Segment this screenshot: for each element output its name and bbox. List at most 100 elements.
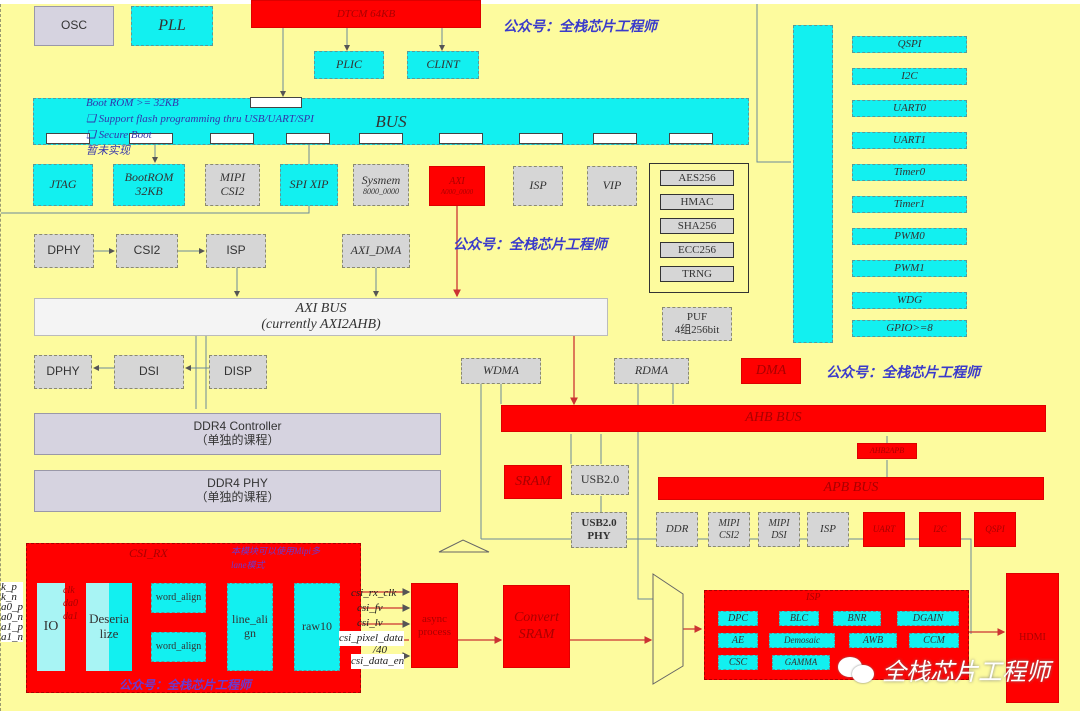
csi2-block: CSI2 [116, 234, 178, 268]
line-align-block: line_ali gn [227, 583, 273, 671]
axi-bus-subtitle: (currently AXI2AHB) [261, 317, 381, 332]
blc-block: BLC [779, 611, 819, 626]
note: （单独的课程） [195, 490, 280, 504]
signal: da1 [63, 611, 78, 622]
ddr4-controller-block: DDR4 Controller（单独的课程） [34, 413, 441, 455]
signal: da0 [63, 598, 78, 609]
bus-port [210, 133, 254, 144]
note: （单独的课程） [195, 433, 280, 447]
signal: /40 [373, 644, 388, 656]
watermark-text: 公众号：全栈芯片工程师 [826, 366, 980, 381]
dma-block: DMA [741, 358, 801, 384]
ccm-block: CCM [909, 633, 959, 648]
dphy-rx-block: DPHY [34, 234, 94, 268]
disp-block: DISP [209, 355, 267, 389]
timer0-block: Timer0 [852, 164, 967, 181]
signal: csi_lv [357, 617, 383, 629]
isp-pipeline-title: ISP [806, 592, 821, 603]
security-group [649, 163, 749, 293]
boot-rom-notes: Boot ROM >= 32KB ❑ Support flash programm… [86, 95, 314, 159]
pwm0-block: PWM0 [852, 228, 967, 245]
note: 暂未实现 [86, 145, 130, 157]
internal-signals: clk da0 da1 [63, 584, 78, 623]
bus-arbiter-shape [438, 539, 490, 553]
csi-rx-title: CSI_RX [129, 546, 168, 560]
wdma-block: WDMA [461, 358, 541, 384]
address: 8000_0000 [363, 187, 399, 197]
puf-block: PUF 4组256bit [662, 307, 732, 341]
bus-port [359, 133, 403, 144]
apb-isp-block: ISP [807, 512, 849, 547]
ecc256-block: ECC256 [660, 242, 734, 258]
apb-i2c-block: I2C [919, 512, 961, 547]
apb-qspi-block: QSPI [974, 512, 1016, 547]
label: Sysmem [361, 172, 401, 187]
note: ❑ Support flash programming thru USB/UAR… [86, 113, 314, 125]
ae-block: AE [718, 633, 758, 648]
rdma-block: RDMA [614, 358, 689, 384]
pin: k_n [1, 591, 17, 603]
uart0-block: UART0 [852, 100, 967, 117]
bus-port [593, 133, 637, 144]
bus-port [129, 133, 173, 144]
signal: csi_rx_clk [351, 587, 397, 599]
async-process-block: async process [411, 583, 458, 668]
dsi-block: DSI [114, 355, 184, 389]
sha256-block: SHA256 [660, 218, 734, 234]
camera-isp-block: ISP [206, 234, 266, 268]
watermark-text: 公众号：全栈芯片工程师 [453, 238, 607, 253]
axi-dma-block: AXI_DMA [342, 234, 410, 268]
dphy-tx-block: DPHY [34, 355, 92, 389]
pin: a0_p [1, 601, 23, 613]
pin: a1_n [1, 631, 23, 643]
bus-port [669, 133, 713, 144]
io-block: IO [37, 583, 65, 671]
clint-block: CLINT [407, 51, 479, 79]
gpio-block: GPIO>=8 [852, 320, 967, 337]
word-align-2-block: word_align [151, 632, 206, 662]
bootrom-block: BootROM 32KB [113, 164, 185, 206]
signal: clk [63, 585, 75, 596]
axi-bus-title: AXI BUS [295, 300, 347, 316]
aes256-block: AES256 [660, 170, 734, 186]
bus-port [286, 133, 330, 144]
bus-port [519, 133, 563, 144]
gamma-block: GAMMA [772, 655, 830, 670]
osc-block: OSC [34, 6, 114, 46]
isp-block: ISP [513, 166, 563, 206]
dpc-block: DPC [718, 611, 758, 626]
apb-uart-block: UART [863, 512, 905, 547]
wechat-icon [838, 655, 876, 685]
watermark-label: 全栈芯片工程师 [882, 658, 1050, 686]
note: ❑ Secure Boot [86, 129, 152, 141]
wechat-watermark: 全栈芯片工程师 [838, 652, 1050, 687]
hdmi-block: HDMI [1006, 573, 1059, 703]
awb-block: AWB [849, 633, 897, 648]
pin: a0_n [1, 611, 23, 623]
i2c-block: I2C [852, 68, 967, 85]
bus-port [250, 97, 302, 108]
bnr-block: BNR [833, 611, 881, 626]
sram-block: SRAM [504, 465, 562, 499]
usb-phy-block: USB2.0 PHY [571, 512, 627, 548]
convert-sram-block: Convert SRAM [503, 585, 570, 668]
trng-block: TRNG [660, 266, 734, 282]
pwm1-block: PWM1 [852, 260, 967, 277]
apb-mipi-dsi-block: MIPI DSI [758, 512, 800, 547]
usb-controller-block: USB2.0 [571, 465, 629, 495]
pin: k_p [1, 581, 17, 593]
wdg-block: WDG [852, 292, 967, 309]
hmac-block: HMAC [660, 194, 734, 210]
bus-port [439, 133, 483, 144]
csi-rx-footer: 公众号：全栈芯片工程师 [119, 678, 252, 692]
signal: csi_data_en [351, 654, 405, 669]
apb-bus: APB BUS [658, 477, 1044, 500]
bus-label: BUS [375, 111, 407, 131]
qspi-block: QSPI [852, 36, 967, 53]
raw10-block: raw10 [294, 583, 340, 671]
bus-port [46, 133, 90, 144]
note: Boot ROM >= 32KB [86, 97, 179, 109]
